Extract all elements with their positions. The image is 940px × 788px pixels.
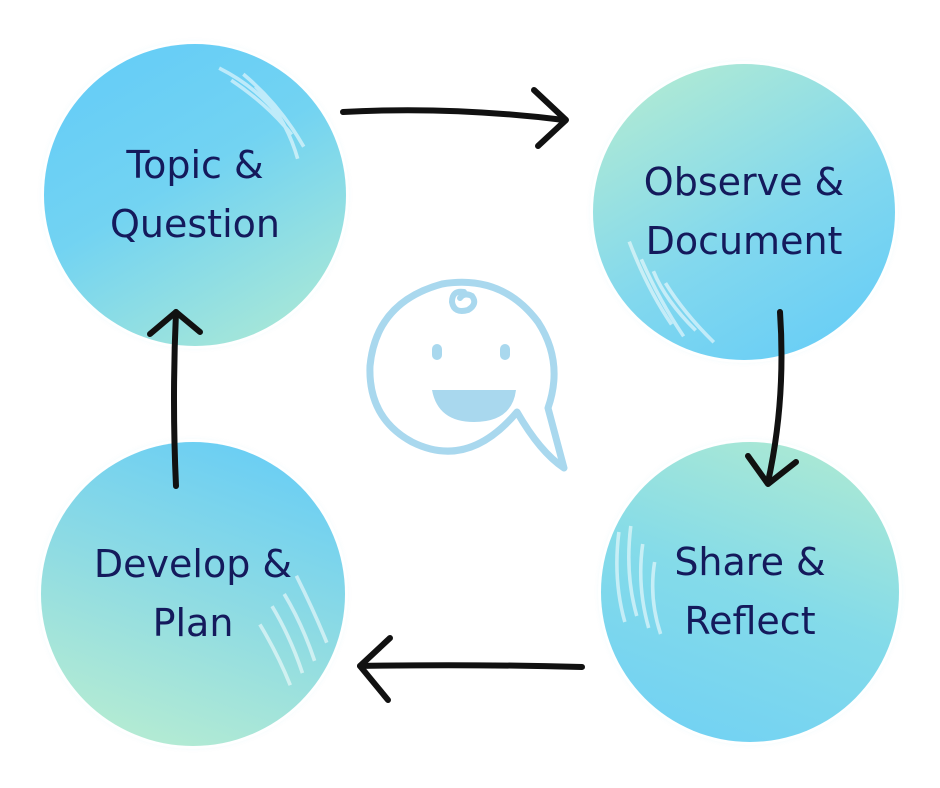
step-share-reflect: Share & Reflect [601, 442, 899, 742]
step-label-line1: Develop & [93, 542, 293, 586]
step-label-line1: Observe & [643, 160, 845, 204]
arrow-left-icon [357, 635, 585, 703]
step-topic-question: Topic & Question [44, 44, 346, 346]
step-observe-document: Observe & Document [593, 64, 895, 360]
step-label: Develop & Plan [41, 442, 345, 746]
step-label-line2: Question [110, 202, 280, 246]
step-label: Observe & Document [593, 64, 895, 360]
step-label-line1: Topic & [126, 143, 264, 187]
step-label-line1: Share & [674, 540, 826, 584]
step-label: Topic & Question [44, 44, 346, 346]
baby-face-speech-bubble-icon [366, 278, 568, 472]
step-label-line2: Reflect [684, 599, 816, 643]
step-develop-plan: Develop & Plan [41, 442, 345, 746]
step-label-line2: Plan [152, 601, 234, 645]
arrow-down-icon [745, 309, 799, 487]
step-label: Share & Reflect [601, 442, 899, 742]
arrow-up-icon [147, 309, 203, 489]
step-label-line2: Document [645, 219, 843, 263]
arrow-right-icon [340, 87, 569, 149]
